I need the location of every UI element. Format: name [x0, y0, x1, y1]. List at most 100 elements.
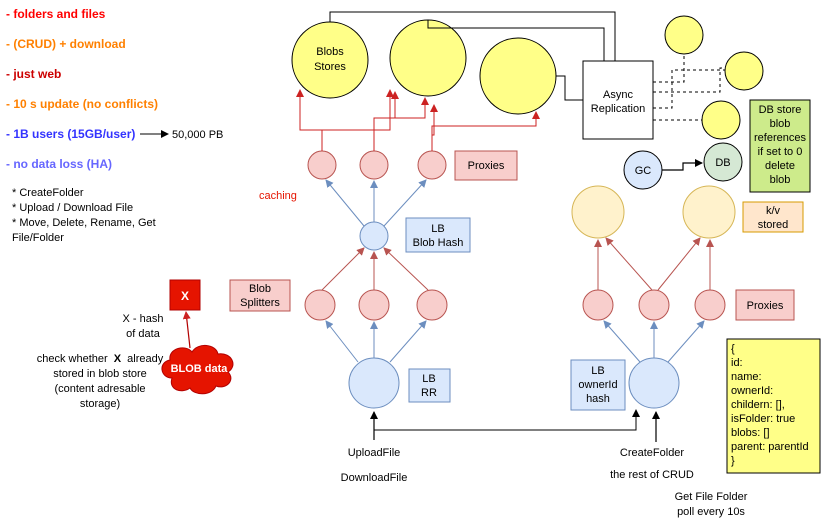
lb-blob-hash-node: [359, 221, 389, 251]
requirement-item: - (CRUD) + download: [6, 37, 126, 51]
metadata-proxy-to-kv-arrows: [594, 237, 714, 291]
schema-line: parent: parentId: [731, 441, 809, 453]
db-label: DB: [715, 157, 730, 169]
requirements-list: - folders and files - (CRUD) + download …: [6, 7, 158, 171]
operation-item: * CreateFolder: [12, 187, 84, 199]
caching-label: caching: [259, 190, 297, 202]
blob-proxy-node: [307, 150, 337, 180]
db-note-line: if set to 0: [758, 146, 803, 158]
lb-rr-to-splitters-arrows: [325, 320, 427, 363]
splitters-to-lb-hash-arrows: [321, 247, 429, 291]
metadata-proxy-node: [582, 289, 614, 321]
metadata-store-node: [701, 100, 741, 140]
kv-stored-label: stored: [758, 219, 789, 231]
hash-x-box: [169, 279, 201, 311]
create-folder-label: CreateFolder: [620, 447, 685, 459]
kv-stored-label: k/v: [766, 205, 781, 217]
async-replication-box: [582, 60, 654, 140]
hash-x-label: X: [181, 289, 189, 303]
blob-store-node: [389, 19, 467, 97]
blob-proxies-tag: [454, 150, 518, 181]
dedupe-note-line: stored in blob store: [53, 368, 147, 380]
svg-text:check whether X al: check whether X already: [37, 353, 164, 365]
metadata-proxy-node: [694, 289, 726, 321]
kv-store-node: [571, 185, 625, 239]
metadata-proxies-tag: [735, 289, 795, 321]
lb-rr-label: RR: [421, 387, 437, 399]
schema-line: childern: [],: [731, 399, 785, 411]
requirement-item: - folders and files: [6, 7, 106, 21]
dedupe-note-text: check whether: [37, 353, 108, 365]
storage-estimate: 50,000 PB: [172, 129, 223, 141]
kv-stored-tag: [742, 201, 804, 233]
blob-data-label: BLOB data: [171, 363, 229, 375]
lb-hash-to-proxies-arrows: [325, 179, 427, 227]
metadata-store-node: [724, 51, 764, 91]
blob-stores-label: Stores: [314, 61, 346, 73]
hash-note: of data: [126, 328, 161, 340]
download-file-label: DownloadFile: [341, 472, 408, 484]
blob-splitters-tag: [229, 279, 291, 312]
poll-label: Get File Folder: [675, 491, 748, 503]
lb-rr-node: [348, 357, 400, 409]
dedupe-note-x: X: [114, 353, 122, 365]
requirement-item: - no data loss (HA): [6, 157, 112, 171]
operation-item: File/Folder: [12, 232, 64, 244]
lb-blob-hash-label: LB: [431, 223, 444, 235]
lb-owner-hash-label: LB: [591, 365, 604, 377]
upload-to-metadata-arrow: [374, 409, 640, 431]
requirement-item: - 1B users (15GB/user): [6, 127, 135, 141]
blob-splitter-node: [416, 289, 448, 321]
blob-splitter-node: [304, 289, 336, 321]
dedupe-note-line: storage): [80, 398, 120, 410]
blob-proxies-label: Proxies: [468, 160, 505, 172]
dedupe-note-line: (content adresable: [54, 383, 145, 395]
db-note-line: blob: [770, 174, 791, 186]
schema-note-box: [726, 338, 821, 474]
schema-line: blobs: []: [731, 427, 770, 439]
rest-of-crud-label: the rest of CRUD: [610, 469, 694, 481]
blob-store-node: [291, 21, 369, 99]
schema-line: id:: [731, 357, 743, 369]
lb-rr-label: LB: [422, 373, 435, 385]
kv-store-node: [682, 185, 736, 239]
db-note-line: references: [754, 132, 806, 144]
gc-label: GC: [635, 165, 652, 177]
schema-line: {: [731, 343, 735, 355]
blob-splitters-label: Blob: [249, 283, 271, 295]
replication-links: [329, 11, 616, 101]
hash-note: X - hash: [123, 313, 164, 325]
metadata-proxy-node: [638, 289, 670, 321]
db-node: [703, 142, 743, 182]
lb-owner-hash-label: hash: [586, 393, 610, 405]
blob-splitters-label: Splitters: [240, 297, 280, 309]
blob-store-node: [479, 37, 557, 115]
lb-owner-to-proxies-arrows: [603, 320, 705, 363]
schema-line: }: [731, 455, 735, 467]
blob-splitter-node: [358, 289, 390, 321]
lb-owner-hash-tag: [570, 359, 626, 411]
cloud-to-hash-arrow: [182, 311, 191, 349]
poll-label: poll every 10s: [677, 506, 745, 518]
requirement-item: - 10 s update (no conflicts): [6, 97, 158, 111]
lb-owner-hash-node: [628, 357, 680, 409]
db-note-line: DB store: [759, 104, 802, 116]
schema-line: name:: [731, 371, 762, 383]
schema-line: ownerId:: [731, 385, 773, 397]
dedupe-note-text: already: [127, 353, 164, 365]
db-note-line: blob: [770, 118, 791, 130]
db-note-line: delete: [765, 160, 795, 172]
operations-list: * CreateFolder * Upload / Download File …: [12, 187, 156, 244]
lb-blob-hash-tag: [405, 217, 471, 253]
schema-line: isFolder: true: [731, 413, 795, 425]
lb-owner-hash-label: ownerId: [578, 379, 617, 391]
blob-data-cloud: [161, 345, 234, 395]
upload-file-label: UploadFile: [348, 447, 401, 459]
db-note-box: [749, 99, 811, 193]
lb-blob-hash-label: Blob Hash: [413, 237, 464, 249]
operation-item: * Upload / Download File: [12, 202, 133, 214]
async-replication-label: Replication: [591, 103, 645, 115]
lb-rr-tag: [408, 368, 451, 403]
blob-stores-label: Blobs: [316, 46, 344, 58]
